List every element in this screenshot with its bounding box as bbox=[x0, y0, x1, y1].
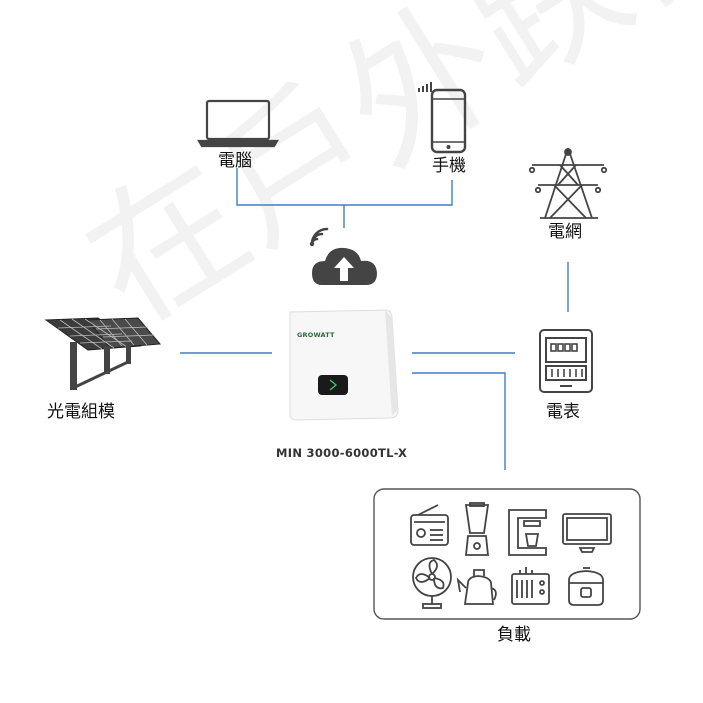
radio-icon bbox=[410, 504, 449, 546]
line-inverter-load bbox=[412, 372, 506, 470]
laptop-icon bbox=[197, 99, 279, 148]
phone-icon bbox=[418, 82, 467, 154]
tv-icon bbox=[562, 513, 612, 553]
coffee-machine-icon bbox=[508, 509, 547, 556]
kettle-icon bbox=[456, 569, 497, 605]
inverter-unit bbox=[289, 309, 399, 421]
load-appliance-icons bbox=[410, 502, 612, 609]
rice-cooker-icon bbox=[568, 567, 604, 606]
label-computer: 電腦 bbox=[218, 151, 252, 171]
electricity-meter-icon bbox=[539, 329, 593, 393]
label-phone: 手機 bbox=[432, 156, 466, 176]
connector-lines bbox=[180, 168, 569, 470]
transmission-tower-icon bbox=[528, 147, 608, 219]
cloud-upload-icon bbox=[309, 227, 377, 285]
inverter-brand: GROWATT bbox=[297, 331, 335, 339]
load-box bbox=[373, 488, 641, 620]
solar-panel-icon bbox=[44, 317, 162, 390]
fan-icon bbox=[412, 557, 452, 609]
label-meter: 電表 bbox=[546, 402, 580, 422]
blender-icon bbox=[464, 502, 490, 556]
label-solar: 光電組模 bbox=[47, 402, 115, 422]
inverter-display bbox=[318, 375, 348, 395]
label-load: 負載 bbox=[497, 625, 531, 645]
heater-icon bbox=[511, 567, 550, 605]
line-computer-phone bbox=[236, 168, 453, 206]
label-grid: 電網 bbox=[548, 222, 582, 242]
inverter-model: MIN 3000-6000TL-X bbox=[276, 446, 408, 460]
